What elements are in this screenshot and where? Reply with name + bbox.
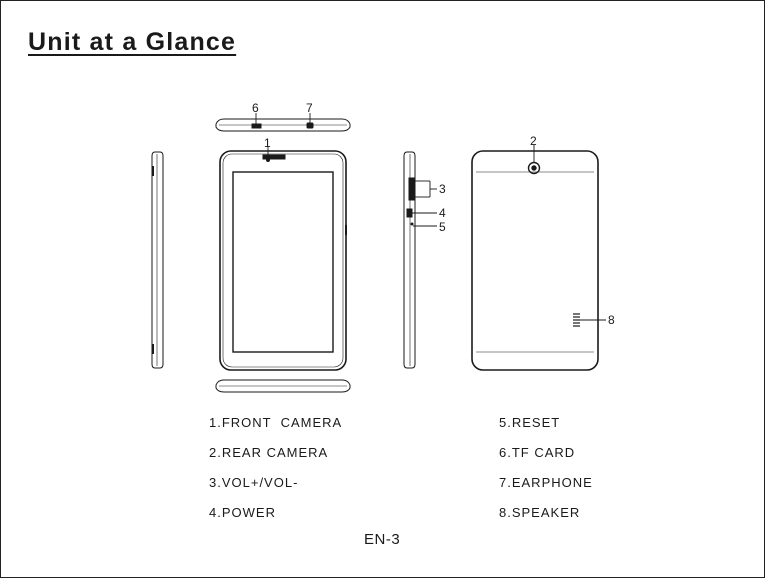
callout-1: 1 xyxy=(264,136,271,150)
legend-item-earphone: 7.EARPHONE xyxy=(499,475,593,490)
legend-item-front-camera: 1.FRONT CAMERA xyxy=(209,415,342,430)
legend-item-volume: 3.VOL+/VOL- xyxy=(209,475,298,490)
callout-leaders xyxy=(256,113,606,320)
tablet-right-side-view xyxy=(404,152,415,368)
callout-5: 5 xyxy=(439,220,446,234)
callout-4: 4 xyxy=(439,206,446,220)
power-button-icon xyxy=(407,209,412,217)
legend-item-reset: 5.RESET xyxy=(499,415,560,430)
tablet-bottom-edge-view xyxy=(216,380,350,392)
front-speaker-grille xyxy=(263,155,285,159)
tablet-front-view xyxy=(220,151,346,370)
rear-speaker-icon xyxy=(573,314,580,326)
callout-7: 7 xyxy=(306,101,313,115)
legend-item-rear-camera: 2.REAR CAMERA xyxy=(209,445,328,460)
volume-button-icon xyxy=(409,178,414,200)
callout-8: 8 xyxy=(608,313,615,327)
reset-hole-icon xyxy=(411,223,413,225)
tablet-back-view xyxy=(472,151,598,370)
tablet-top-edge-view xyxy=(216,119,350,131)
page-number: EN-3 xyxy=(364,531,400,548)
tablet-left-side-view xyxy=(152,152,163,368)
callout-3: 3 xyxy=(439,182,446,196)
front-camera-icon xyxy=(267,159,270,162)
earphone-jack-icon xyxy=(307,123,313,128)
tf-card-slot-icon xyxy=(252,124,261,128)
tablet-screen xyxy=(233,172,333,352)
callout-6: 6 xyxy=(252,101,259,115)
legend-item-power: 4.POWER xyxy=(209,505,276,520)
callout-2: 2 xyxy=(530,134,537,148)
legend-item-speaker: 8.SPEAKER xyxy=(499,505,580,520)
legend-item-tf-card: 6.TF CARD xyxy=(499,445,575,460)
